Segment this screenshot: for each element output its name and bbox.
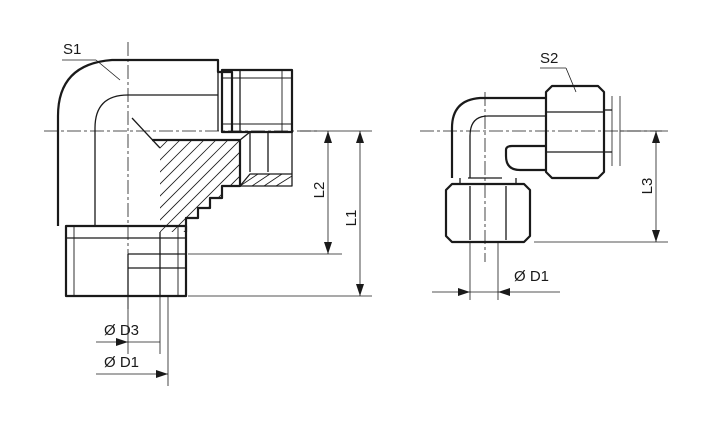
- l2-label: L2: [311, 182, 328, 199]
- left-vertical-thread: [64, 224, 188, 298]
- s1-label: S1: [63, 41, 81, 58]
- left-bore-outline: [239, 131, 293, 187]
- s2-label: S2: [540, 50, 558, 67]
- right-elbow-outer-contour: [450, 96, 546, 178]
- d1-left-label: Ø D1: [104, 354, 139, 371]
- right-lower-hex-nut: [444, 178, 532, 244]
- l3-label: L3: [639, 178, 656, 195]
- left-section-outline: [152, 138, 242, 232]
- d3-label: Ø D3: [104, 322, 139, 339]
- left-elbow-inner-bend: [94, 94, 218, 226]
- d1-right-label: Ø D1: [514, 268, 549, 285]
- right-upper-hex-nut: [544, 84, 612, 180]
- left-elbow-outer-contour: [56, 58, 234, 226]
- right-elbow-inner-bend: [469, 115, 546, 178]
- right-elbow-view: L3 S2 Ø D1: [420, 50, 668, 300]
- left-section-diagonal: [131, 117, 161, 149]
- left-elbow-view: L1 L2 S1 Ø D3 Ø D1: [44, 41, 372, 386]
- left-bore-hatch: [239, 173, 293, 187]
- l1-label: L1: [343, 210, 360, 227]
